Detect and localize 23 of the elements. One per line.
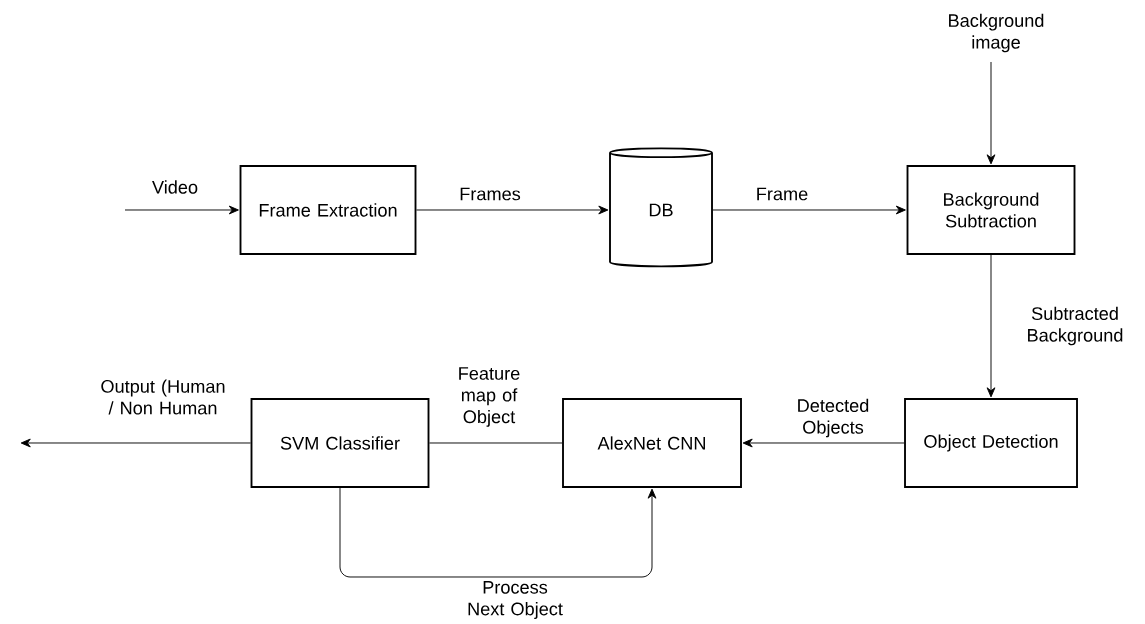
edge-label: Process Next Object (468, 581, 563, 619)
process-box: Frame Extraction (239, 165, 417, 255)
process-box: Background Subtraction (906, 165, 1076, 255)
edge-label: Subtracted Background (1028, 306, 1123, 346)
process-box: AlexNet CNN (562, 398, 742, 488)
arrow (124, 205, 239, 215)
edge-label: Background image (949, 13, 1044, 53)
arrow (339, 487, 657, 578)
arrow (742, 438, 905, 448)
edge-label: Frames (460, 187, 521, 201)
edge-label: Detected Objects (798, 398, 869, 438)
process-box: Object Detection (904, 398, 1078, 488)
edge-label: Feature map of Object (459, 367, 520, 427)
process-box: SVM Classifier (250, 398, 430, 488)
edge-label: Output (Human / Non Human (101, 379, 225, 415)
arrow (986, 254, 996, 398)
arrow (986, 61, 996, 165)
database-cylinder: DB (609, 147, 713, 268)
arrow (20, 438, 252, 448)
arrow (415, 205, 609, 215)
arrow (712, 205, 906, 215)
edge-label: Frame (757, 187, 808, 201)
edge-label: Video (152, 180, 198, 194)
